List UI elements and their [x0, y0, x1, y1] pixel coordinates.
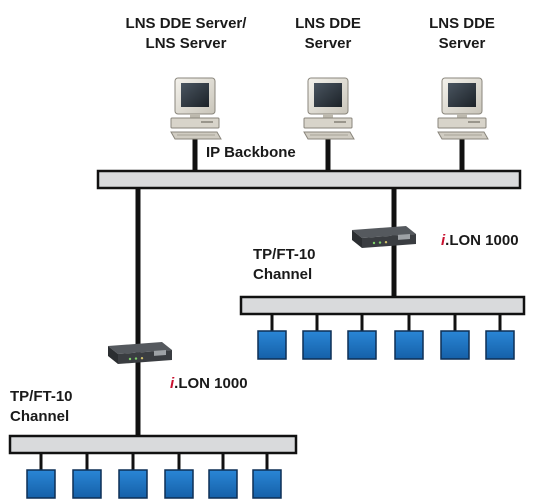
- ilon-prefix: i: [170, 375, 175, 392]
- backbone-label: IP Backbone: [206, 144, 296, 161]
- ip-backbone-bus: [96, 169, 522, 190]
- right-channel-label: TP/FT-10 Channel: [253, 245, 316, 285]
- router-icon: [352, 226, 416, 248]
- router-name: .LON 1000: [445, 232, 519, 249]
- device-icon: [72, 469, 102, 499]
- server-2-line2: Server: [304, 35, 352, 52]
- computer-icon: [170, 77, 222, 140]
- server-3-line2: Server: [438, 35, 486, 52]
- device-icon: [164, 469, 194, 499]
- device-icon: [440, 330, 470, 360]
- left-channel-bus: [8, 434, 298, 455]
- server-3-label: LNS DDE Server: [429, 14, 495, 54]
- device-icon: [394, 330, 424, 360]
- device-icon: [252, 469, 282, 499]
- computer-icon: [437, 77, 489, 140]
- server-1-label: LNS DDE Server/ LNS Server: [126, 14, 247, 54]
- router-name: .LON 1000: [174, 375, 248, 392]
- device-icon: [26, 469, 56, 499]
- device-icon: [208, 469, 238, 499]
- device-icon: [347, 330, 377, 360]
- device-icon: [302, 330, 332, 360]
- left-channel-label: TP/FT-10 Channel: [10, 387, 73, 427]
- left-router-label: i.LON 1000: [170, 374, 248, 394]
- channel-line2: Channel: [253, 266, 313, 283]
- channel-line2: Channel: [10, 408, 70, 425]
- server-1-line1: LNS DDE Server/: [125, 15, 247, 32]
- device-icon: [118, 469, 148, 499]
- ilon-prefix: i: [441, 232, 446, 249]
- device-icon: [485, 330, 515, 360]
- computer-icon: [303, 77, 355, 140]
- server-1-line2: LNS Server: [145, 35, 227, 52]
- right-router-label: i.LON 1000: [441, 231, 519, 251]
- server-3-line1: LNS DDE: [429, 15, 495, 32]
- server-2-label: LNS DDE Server: [295, 14, 361, 54]
- server-2-line1: LNS DDE: [295, 15, 361, 32]
- channel-line1: TP/FT-10: [253, 246, 316, 263]
- right-channel-bus: [239, 295, 526, 316]
- router-icon: [108, 342, 172, 364]
- channel-line1: TP/FT-10: [10, 388, 73, 405]
- device-icon: [257, 330, 287, 360]
